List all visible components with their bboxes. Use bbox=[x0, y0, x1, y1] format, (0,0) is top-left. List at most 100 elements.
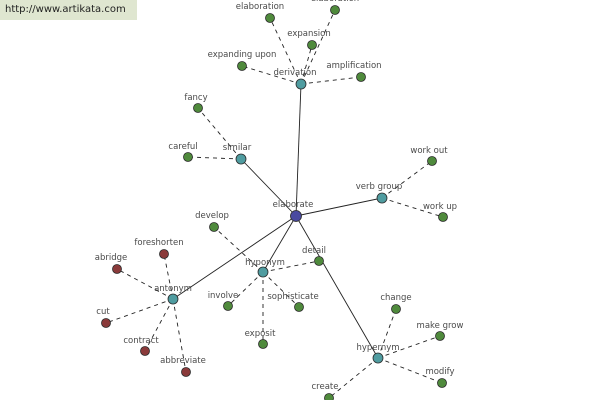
node-change[interactable]: change bbox=[380, 293, 412, 314]
edge-hypernym-change bbox=[377, 308, 397, 359]
node-detail[interactable]: detail bbox=[302, 246, 326, 266]
node-foreshorten[interactable]: foreshorten bbox=[134, 238, 184, 259]
node-center-elaborate-dot bbox=[290, 210, 302, 222]
edge-similar-fancy bbox=[197, 107, 242, 160]
node-expansion-label: expansion bbox=[287, 29, 330, 39]
edge-center-similar bbox=[240, 158, 297, 217]
node-foreshorten-dot bbox=[159, 249, 169, 259]
edge-verb-group-work-up bbox=[381, 197, 444, 218]
node-antonym[interactable]: antonym bbox=[154, 284, 192, 305]
node-careful-dot bbox=[183, 152, 193, 162]
node-similar[interactable]: similar bbox=[223, 143, 252, 165]
node-elaboration-label: elaboration bbox=[236, 2, 284, 12]
node-cut-label: cut bbox=[96, 307, 110, 317]
node-cut[interactable]: cut bbox=[96, 307, 111, 328]
node-abridge-dot bbox=[112, 264, 122, 274]
node-elaboration-2[interactable]: elaboration bbox=[311, 0, 359, 15]
node-expanding-upon-dot bbox=[237, 61, 247, 71]
node-hypernym-dot bbox=[372, 352, 384, 364]
node-fancy-label: fancy bbox=[184, 93, 207, 103]
node-hypernym[interactable]: hypernym bbox=[356, 343, 400, 364]
node-involve[interactable]: involve bbox=[208, 291, 239, 311]
node-hyponym-dot bbox=[257, 266, 269, 278]
node-involve-dot bbox=[223, 301, 233, 311]
node-elaboration-dot bbox=[265, 13, 275, 23]
node-expansion-dot bbox=[307, 40, 317, 50]
node-sophisticate[interactable]: sophisticate bbox=[267, 292, 319, 312]
node-expanding-upon[interactable]: expanding upon bbox=[208, 50, 277, 71]
graph-edges bbox=[105, 9, 444, 399]
node-develop-label: develop bbox=[195, 211, 229, 221]
node-make-grow[interactable]: make grow bbox=[417, 321, 464, 341]
graph-nodes: elaboration elaboration expansion expanding… bbox=[95, 0, 464, 400]
node-hyponym[interactable]: hyponym bbox=[245, 258, 285, 278]
node-detail-label: detail bbox=[302, 246, 326, 256]
edge-hypernym-modify bbox=[377, 357, 443, 384]
node-contract[interactable]: contract bbox=[123, 336, 159, 356]
node-verb-group[interactable]: verb group bbox=[356, 182, 403, 204]
node-work-up-label: work up bbox=[423, 202, 457, 212]
node-abbreviate-dot bbox=[181, 367, 191, 377]
node-contract-label: contract bbox=[123, 336, 159, 346]
node-work-up-dot bbox=[438, 212, 448, 222]
node-hypernym-label: hypernym bbox=[356, 343, 399, 353]
node-change-label: change bbox=[380, 293, 411, 303]
node-detail-dot bbox=[314, 256, 324, 266]
node-antonym-dot bbox=[167, 293, 179, 305]
node-work-up[interactable]: work up bbox=[423, 202, 457, 222]
node-involve-label: involve bbox=[208, 291, 239, 301]
node-careful[interactable]: careful bbox=[168, 142, 198, 162]
edge-derivation-expansion bbox=[300, 44, 313, 85]
edge-derivation-amplification bbox=[300, 76, 362, 85]
edge-hypernym-make-grow bbox=[377, 335, 441, 359]
node-amplification[interactable]: amplification bbox=[326, 61, 382, 82]
node-exposit-label: exposit bbox=[245, 329, 276, 339]
node-derivation-label: derivation bbox=[273, 68, 316, 78]
edge-center-derivation bbox=[295, 83, 302, 217]
node-elaboration-2-label: elaboration bbox=[311, 0, 359, 4]
node-elaboration-2-dot bbox=[330, 5, 340, 15]
node-exposit[interactable]: exposit bbox=[245, 329, 276, 349]
edge-derivation-elaboration-2 bbox=[300, 9, 336, 85]
source-link[interactable]: http://www.artikata.com bbox=[0, 0, 137, 20]
node-change-dot bbox=[391, 304, 401, 314]
node-derivation[interactable]: derivation bbox=[273, 68, 317, 90]
edge-verb-group-work-out bbox=[381, 160, 433, 199]
edge-hyponym-detail bbox=[262, 260, 320, 273]
node-modify[interactable]: modify bbox=[425, 367, 455, 388]
node-create-label: create bbox=[312, 382, 339, 392]
node-fancy[interactable]: fancy bbox=[184, 93, 208, 113]
node-sophisticate-dot bbox=[294, 302, 304, 312]
node-work-out-dot bbox=[427, 156, 437, 166]
node-center-elaborate-label: elaborate bbox=[273, 200, 314, 210]
node-elaboration[interactable]: elaboration bbox=[236, 2, 284, 23]
node-center-elaborate[interactable]: elaborate bbox=[273, 200, 314, 222]
edge-hyponym-sophisticate bbox=[262, 271, 300, 308]
node-amplification-dot bbox=[356, 72, 366, 82]
edge-center-hypernym bbox=[295, 215, 379, 359]
node-develop-dot bbox=[209, 222, 219, 232]
node-foreshorten-label: foreshorten bbox=[134, 238, 183, 248]
node-cut-dot bbox=[101, 318, 111, 328]
node-abridge[interactable]: abridge bbox=[95, 253, 127, 274]
node-careful-label: careful bbox=[168, 142, 197, 152]
node-create[interactable]: create bbox=[312, 382, 339, 400]
edge-similar-careful bbox=[187, 156, 242, 160]
edge-antonym-abridge bbox=[116, 268, 174, 300]
edge-hyponym-develop bbox=[213, 226, 264, 273]
edge-center-hyponym bbox=[262, 215, 297, 273]
edge-antonym-contract bbox=[144, 298, 174, 352]
node-make-grow-dot bbox=[435, 331, 445, 341]
edge-derivation-expanding-upon bbox=[241, 65, 302, 85]
node-verb-group-dot bbox=[376, 192, 388, 204]
node-work-out[interactable]: work out bbox=[410, 146, 448, 166]
node-expanding-upon-label: expanding upon bbox=[208, 50, 277, 60]
node-fancy-dot bbox=[193, 103, 203, 113]
node-abbreviate-label: abbreviate bbox=[160, 356, 206, 366]
node-create-dot bbox=[324, 393, 334, 400]
node-abbreviate[interactable]: abbreviate bbox=[160, 356, 206, 377]
node-develop[interactable]: develop bbox=[195, 211, 229, 232]
node-expansion[interactable]: expansion bbox=[287, 29, 331, 50]
node-exposit-dot bbox=[258, 339, 268, 349]
edge-center-antonym bbox=[172, 215, 297, 300]
